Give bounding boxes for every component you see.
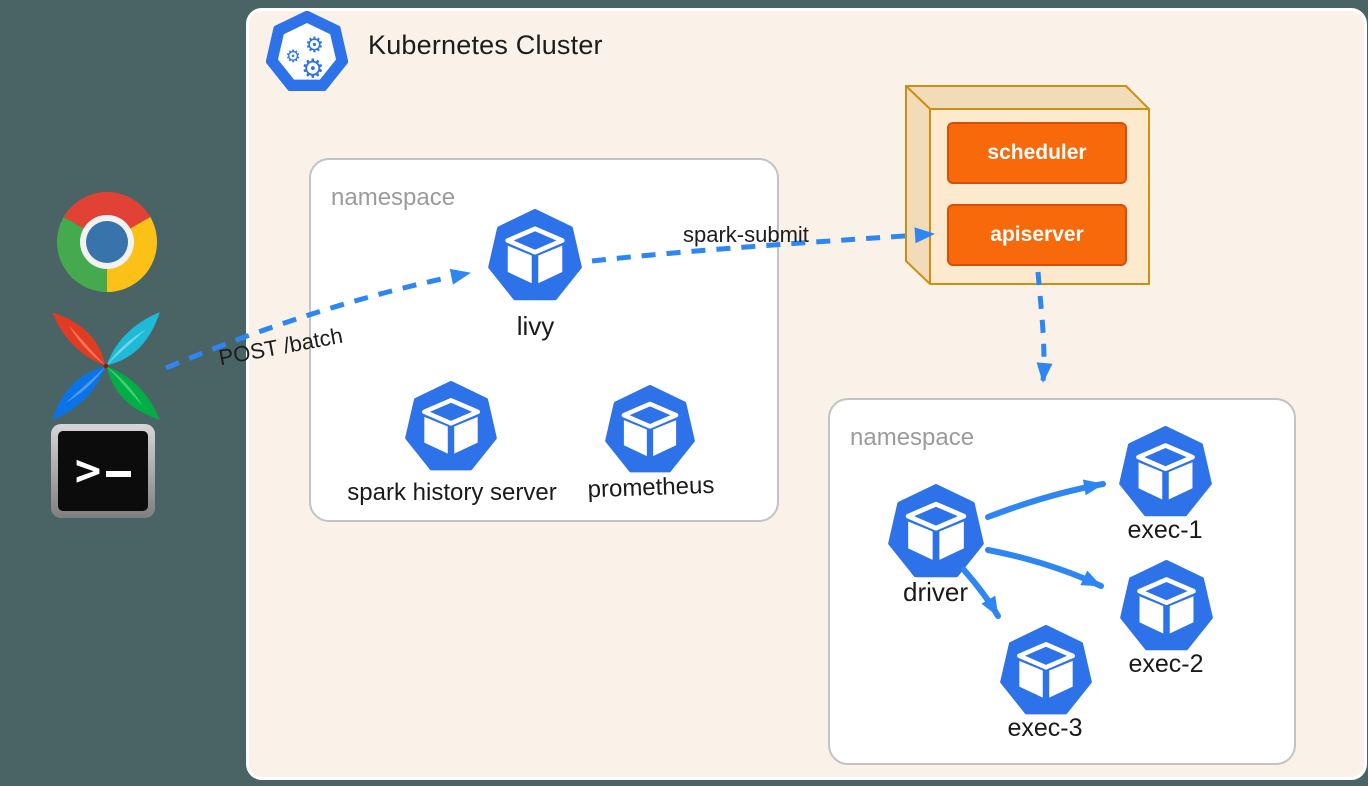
namespace-2-label: namespace bbox=[850, 424, 975, 451]
airflow-pinwheel-icon bbox=[50, 310, 162, 422]
pod-spark-history-server-label: spark history server bbox=[347, 479, 557, 506]
scheduler-node: scheduler bbox=[947, 122, 1127, 184]
pod-livy-label: livy bbox=[516, 311, 555, 341]
edge-label-spark-submit: spark-submit bbox=[683, 222, 809, 247]
svg-text:⚙: ⚙ bbox=[301, 54, 325, 84]
pod-driver-icon bbox=[888, 484, 984, 580]
apiserver-node: apiserver bbox=[947, 204, 1127, 266]
terminal-icon: > bbox=[51, 424, 155, 518]
pod-spark-history-server-icon bbox=[405, 381, 497, 473]
pod-exec-2-label: exec-2 bbox=[1128, 650, 1204, 678]
terminal-prompt: > bbox=[74, 445, 102, 496]
pod-exec-1-icon bbox=[1119, 426, 1212, 519]
terminal-screen: > bbox=[58, 431, 148, 511]
svg-text:⚙: ⚙ bbox=[305, 33, 324, 58]
svg-text:⚙: ⚙ bbox=[285, 47, 300, 67]
kubernetes-logo-icon: ⚙ ⚙ ⚙ bbox=[265, 10, 349, 93]
pod-exec-1-label: exec-1 bbox=[1127, 516, 1203, 544]
pod-exec-3-label: exec-3 bbox=[1007, 714, 1083, 742]
pod-prometheus-icon bbox=[605, 385, 695, 475]
pod-exec-2-icon bbox=[1120, 560, 1213, 653]
terminal-cursor-dash bbox=[106, 471, 132, 477]
pod-livy-icon bbox=[488, 209, 582, 303]
namespace-1-label: namespace bbox=[331, 184, 456, 211]
cluster-title: Kubernetes Cluster bbox=[368, 30, 603, 60]
chrome-browser-icon bbox=[55, 190, 159, 294]
pod-prometheus-label: prometheus bbox=[587, 471, 715, 504]
pod-exec-3-icon bbox=[1000, 625, 1092, 717]
pod-driver-label: driver bbox=[902, 577, 968, 607]
